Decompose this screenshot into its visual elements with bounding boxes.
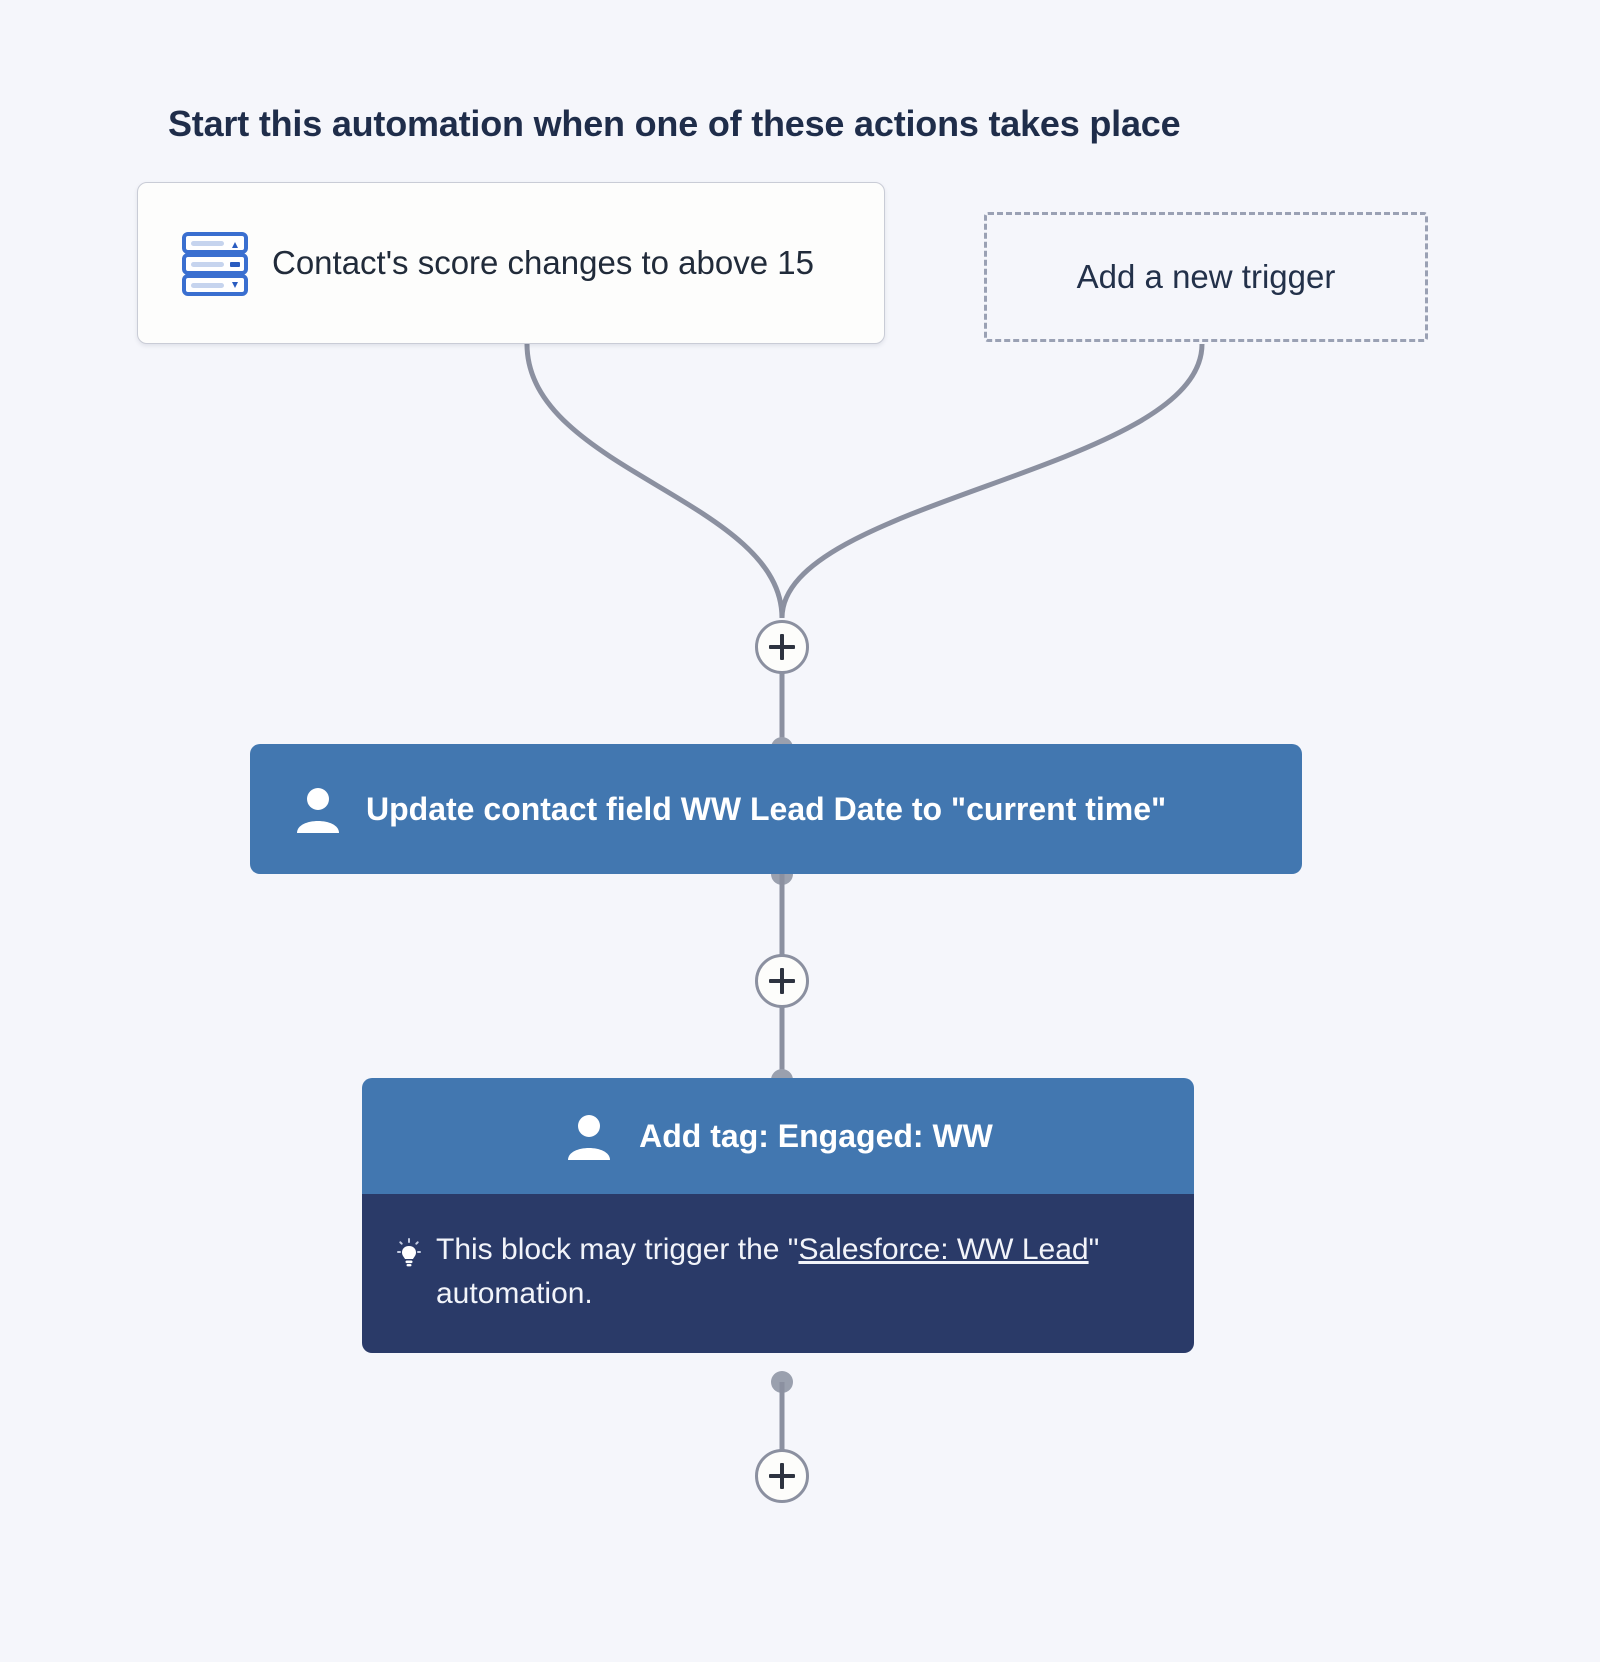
add-step-button-3[interactable] — [755, 1449, 809, 1503]
add-new-trigger-label: Add a new trigger — [1076, 258, 1336, 295]
plus-icon — [769, 968, 795, 994]
score-list-icon — [178, 226, 252, 300]
page-title: Start this automation when one of these … — [168, 103, 1181, 144]
plus-icon — [769, 1463, 795, 1489]
action-block-label: Update contact field WW Lead Date to "cu… — [366, 790, 1167, 827]
action-block-update-contact-field[interactable]: Update contact field WW Lead Date to "cu… — [250, 744, 1302, 874]
trigger-card-score[interactable]: Contact's score changes to above 15 — [137, 182, 885, 344]
notice-text: This block may trigger the "Salesforce: … — [436, 1228, 1150, 1315]
action-block-header[interactable]: Add tag: Engaged: WW — [362, 1078, 1194, 1194]
trigger-warning-notice: This block may trigger the "Salesforce: … — [362, 1194, 1194, 1353]
notice-suffix: " automation. — [436, 1233, 1100, 1310]
lightbulb-icon — [396, 1238, 422, 1270]
contact-person-icon — [292, 783, 344, 835]
action-block-label: Add tag: Engaged: WW — [639, 1117, 993, 1154]
notice-prefix: This block may trigger the " — [436, 1233, 799, 1266]
automation-link[interactable]: Salesforce: WW Lead — [798, 1233, 1089, 1266]
add-new-trigger-button[interactable]: Add a new trigger — [984, 212, 1428, 342]
contact-person-icon — [563, 1110, 615, 1162]
add-step-button-2[interactable] — [755, 954, 809, 1008]
add-step-button-1[interactable] — [755, 620, 809, 674]
trigger-label: Contact's score changes to above 15 — [272, 244, 814, 281]
action-block-add-tag[interactable]: Add tag: Engaged: WW This block may trig… — [362, 1078, 1194, 1353]
plus-icon — [769, 634, 795, 660]
